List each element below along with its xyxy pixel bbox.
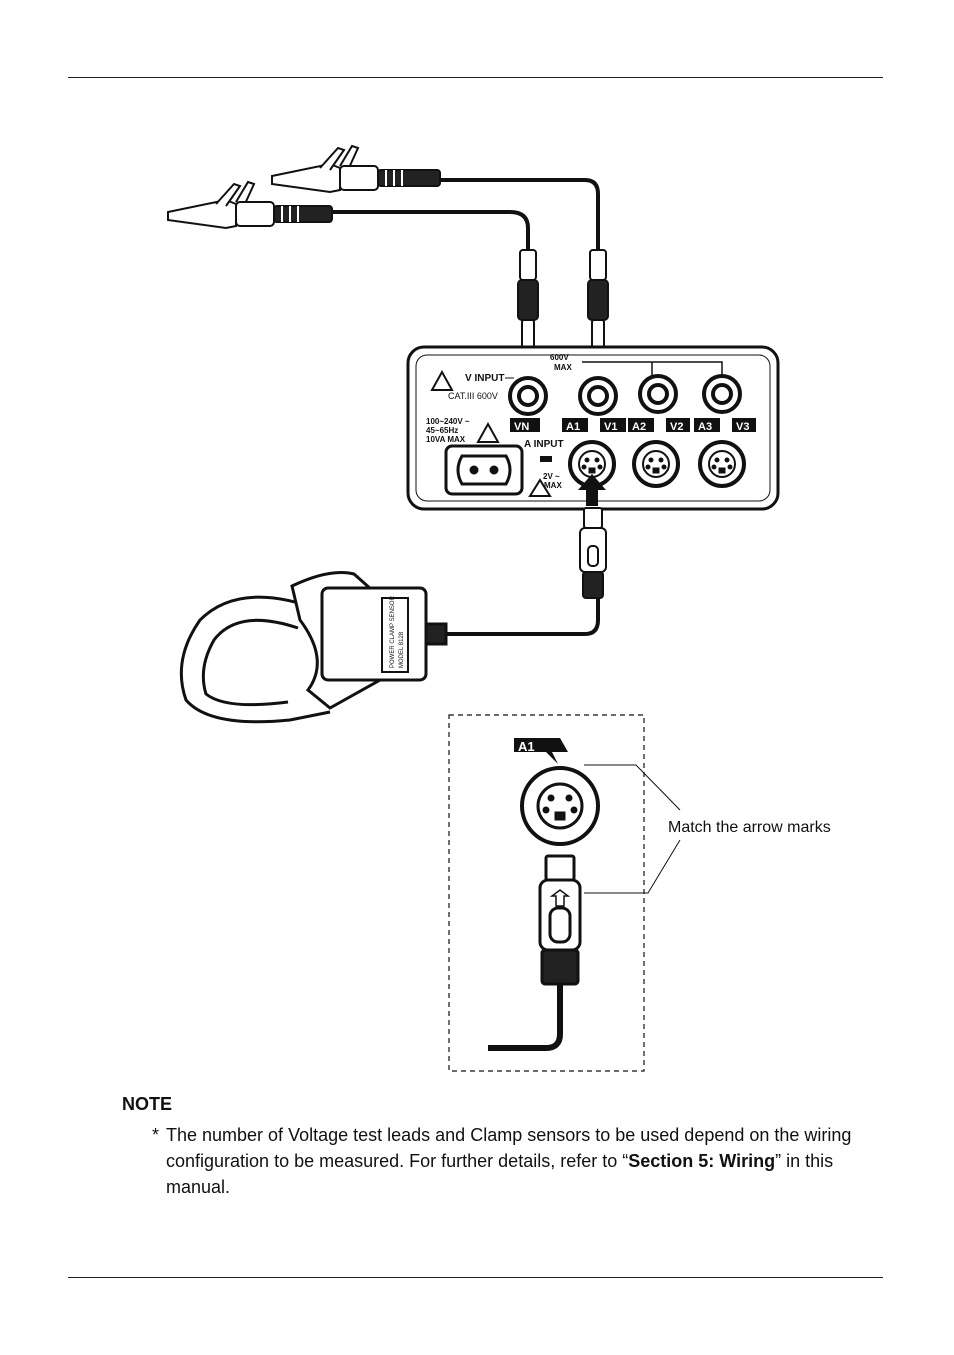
banana-plug-left xyxy=(517,249,539,351)
v-rating-max: MAX xyxy=(554,363,572,372)
header-rule xyxy=(68,77,883,78)
terminal-v3 xyxy=(702,374,742,414)
note-title: NOTE xyxy=(122,1094,173,1114)
lead-cable-1 xyxy=(440,178,600,250)
label-vn: VN xyxy=(514,421,529,433)
detail-a1-label: A1 xyxy=(518,739,535,754)
terminal-a3 xyxy=(698,440,746,488)
clamp-label-2: MODEL 8128 xyxy=(399,631,405,668)
clamp-sensor xyxy=(179,571,448,724)
lead-cable-2 xyxy=(330,210,530,250)
wiring-diagram: VN A1 V1 A2 V2 A3 V3 V INPUT 600V M xyxy=(167,144,780,1072)
label-v2: V2 xyxy=(670,421,683,433)
v-input-label: V INPUT xyxy=(465,373,504,384)
detail-socket xyxy=(520,766,600,846)
a-rating: 2V ~ xyxy=(543,472,560,481)
clamp-label-1: POWER CLAMP SENSOR xyxy=(390,595,396,668)
key-icon xyxy=(540,456,552,462)
note-bullet: * xyxy=(152,1125,160,1145)
warning-icon xyxy=(476,421,500,443)
terminal-v1 xyxy=(578,376,618,416)
clamp-plug xyxy=(579,507,607,599)
power-spec-3: 10VA MAX xyxy=(426,435,466,444)
banana-plug-right xyxy=(587,249,609,351)
note-text: The number of Voltage test leads and Cla… xyxy=(166,1125,852,1171)
alligator-clip-upper xyxy=(271,144,441,194)
terminal-a2 xyxy=(632,440,680,488)
label-a3: A3 xyxy=(698,421,712,433)
label-a1: A1 xyxy=(566,421,580,433)
terminal-a1 xyxy=(568,440,616,488)
terminal-v2 xyxy=(638,374,678,414)
power-inlet xyxy=(444,444,524,496)
detail-plug xyxy=(538,854,582,986)
a-rating-max: MAX xyxy=(544,481,562,490)
section-reference: Section 5: Wiring xyxy=(628,1151,776,1171)
warning-icon xyxy=(528,478,552,497)
callout-leader xyxy=(584,764,681,894)
detail-cable xyxy=(488,984,563,1051)
footer-rule xyxy=(68,1277,883,1278)
label-v3: V3 xyxy=(736,421,749,433)
note-body: * The number of Voltage test leads and C… xyxy=(152,1122,872,1200)
alligator-clip-lower xyxy=(167,180,333,230)
detail-arrow-mark xyxy=(549,889,571,907)
label-a2: A2 xyxy=(632,421,646,433)
callout-text: Match the arrow marks xyxy=(668,819,831,836)
power-spec-2: 45~65Hz xyxy=(426,426,458,435)
cat-rating: CAT.III 600V xyxy=(448,391,498,401)
warning-icon xyxy=(430,369,454,391)
label-v1: V1 xyxy=(604,421,617,433)
arrow-a1 xyxy=(578,474,606,506)
clamp-cable xyxy=(445,596,600,636)
v-rating: 600V xyxy=(550,353,569,362)
note-text-end: ” in this manual. xyxy=(166,1151,834,1197)
power-spec-1: 100~240V ~ xyxy=(426,417,470,426)
a-input-label: A INPUT xyxy=(524,439,564,450)
terminal-vn xyxy=(508,376,548,416)
